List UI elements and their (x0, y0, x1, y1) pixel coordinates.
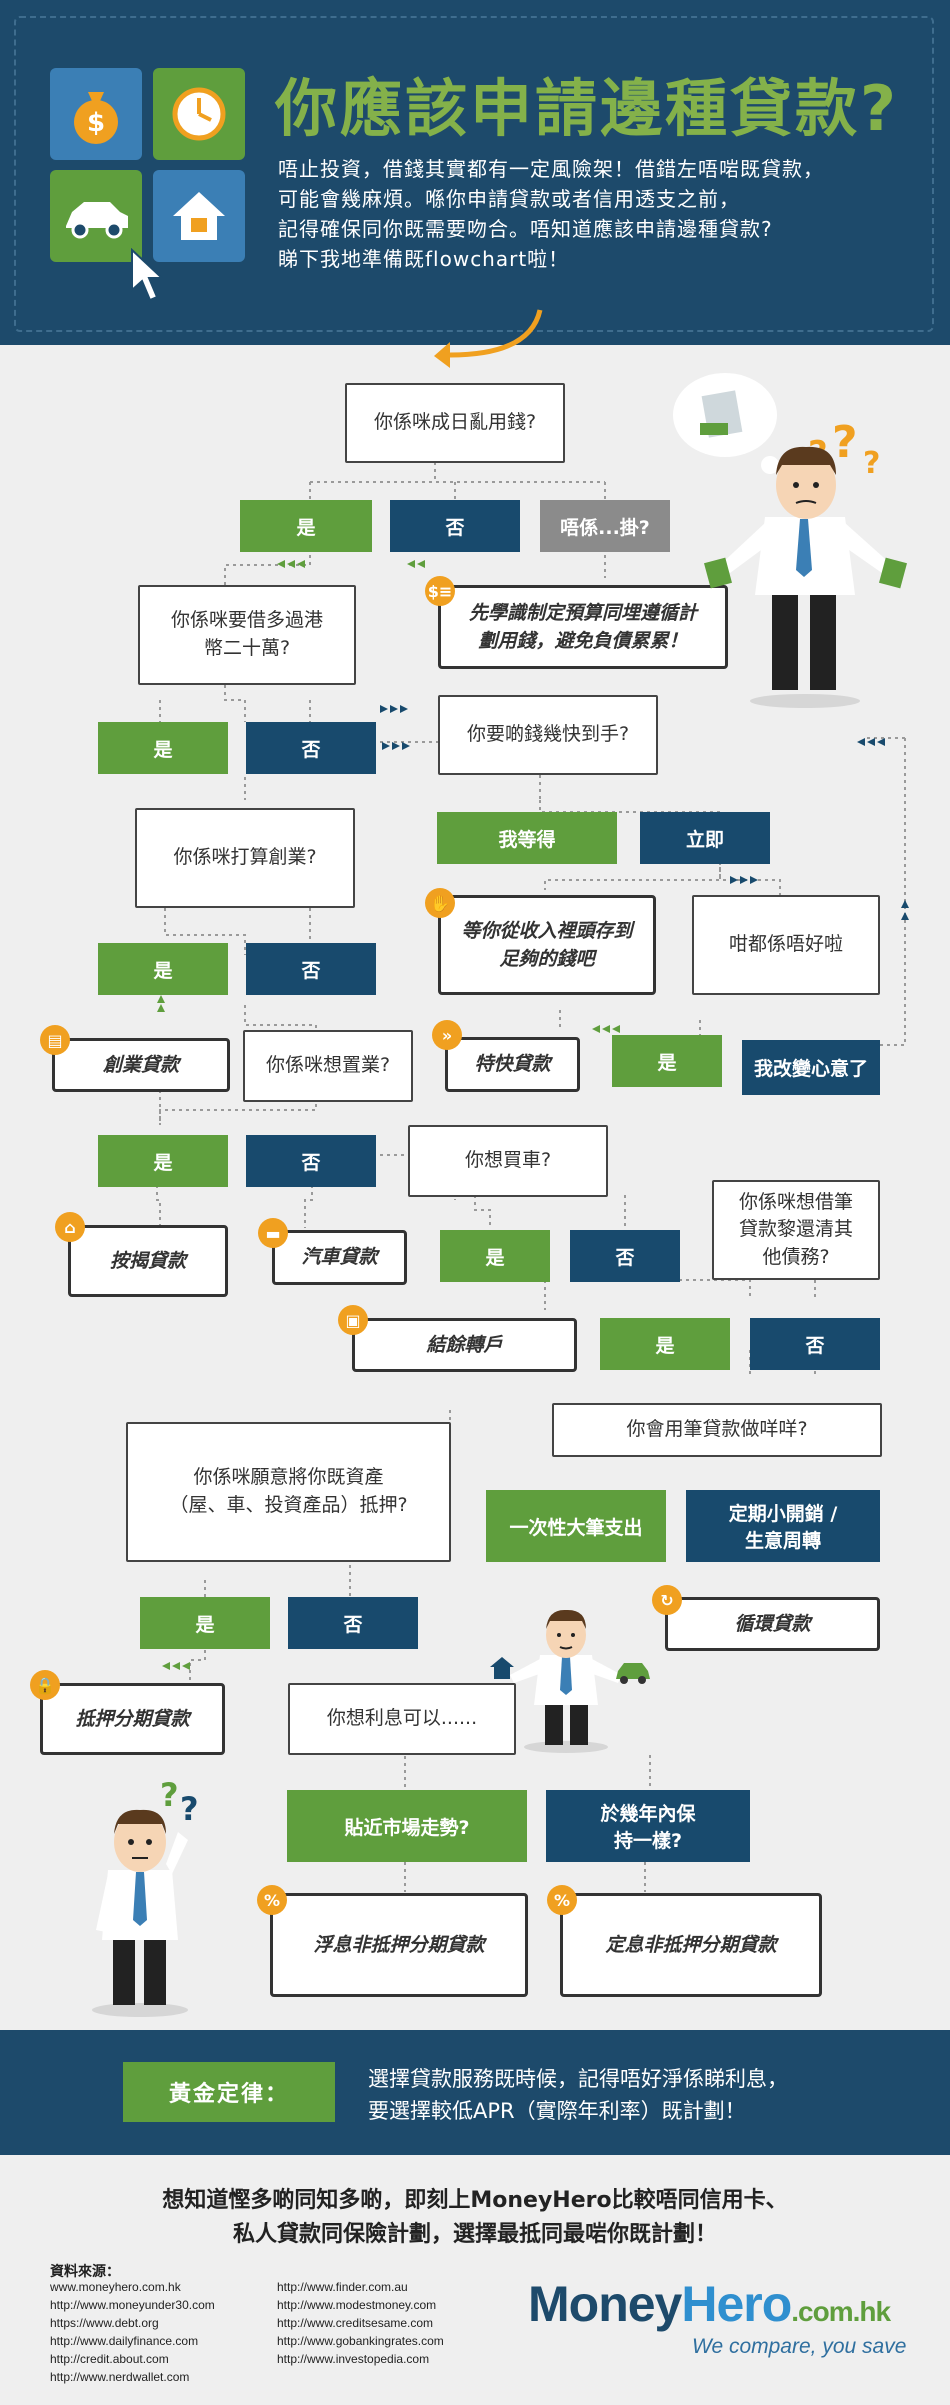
thinking-man-illustration: ? ? ? (673, 373, 907, 708)
answer-market: 貼近市場走勢? (287, 1790, 527, 1862)
source-link[interactable]: http://www.creditsesame.com (277, 2316, 434, 2330)
answer-immediately: 立即 (640, 812, 770, 864)
source-link[interactable]: http://www.investopedia.com (277, 2352, 430, 2366)
question-interest: 你想利息可以...... (288, 1683, 516, 1755)
question-usage: 你會用筆貸款做咩咩? (552, 1403, 882, 1457)
brand-money: Money (528, 2276, 682, 2332)
answer-no: 否 (246, 722, 376, 774)
result-mortgage: 按揭貸款 (68, 1225, 228, 1297)
header-frame (14, 16, 934, 332)
answer-no: 否 (288, 1597, 418, 1649)
question-debt: 你係咪想借筆貸款黎還清其他債務? (712, 1180, 880, 1280)
cursor-icon (128, 247, 165, 308)
answer-changed-mind: 我改變心意了 (742, 1040, 880, 1095)
svg-text:?: ? (863, 446, 880, 481)
answer-no: 否 (570, 1230, 680, 1282)
answer-no: 否 (246, 943, 376, 995)
cta-text: 想知道慳多啲同知多啲，即刻上MoneyHero比較唔同信用卡、 (162, 2188, 788, 2213)
source-link[interactable]: http://www.dailyfinance.com (50, 2334, 199, 2348)
answer-no: 否 (390, 500, 520, 552)
percent-icon: % (257, 1885, 287, 1915)
sources-title: 資料來源： (50, 2264, 120, 2280)
source-link[interactable]: http://www.finder.com.au (277, 2280, 408, 2294)
source-link[interactable]: http://www.gobankingrates.com (277, 2334, 444, 2348)
money-bag-icon: $ (50, 68, 142, 160)
result-car-loan: 汽車貸款 (272, 1230, 407, 1285)
question-business: 你係咪打算創業? (135, 808, 355, 908)
car-icon: ▬ (258, 1218, 288, 1248)
intro-line: 唔止投資，借錢其實都有一定風險架！借錯左唔啱既貸款， (278, 157, 824, 181)
save-tip: 等你從收入裡頭存到足夠的錢吧 (438, 895, 656, 995)
answer-yes: 是 (98, 722, 228, 774)
answer-fixed: 於幾年內保持一樣? (546, 1790, 750, 1862)
result-business-loan: 創業貸款 (52, 1038, 230, 1092)
brand-hero: Hero (681, 2276, 792, 2332)
source-link[interactable]: http://www.moneyunder30.com (50, 2298, 215, 2312)
golden-rule-text: 要選擇較低APR（實際年利率）既計劃！ (368, 2099, 746, 2123)
car-icon (50, 170, 142, 262)
clock-icon (153, 68, 245, 160)
brand-tagline: We compare, you save (692, 2335, 907, 2358)
question-spending: 你係咪成日亂用錢? (345, 383, 565, 463)
hand-icon: ✋ (425, 888, 455, 918)
question-amount: 你係咪要借多過港幣二十萬? (138, 585, 356, 685)
source-link[interactable]: www.moneyhero.com.hk (50, 2280, 181, 2294)
card-icon: ▣ (338, 1305, 368, 1335)
lock-icon: 🔒 (30, 1670, 60, 1700)
answer-can-wait: 我等得 (437, 812, 617, 864)
source-link[interactable]: http://www.modestmoney.com (277, 2298, 437, 2312)
svg-text:?: ? (832, 417, 858, 468)
svg-text:$: $ (87, 108, 105, 138)
answer-no: 否 (246, 1135, 376, 1187)
svg-text:?: ? (180, 1790, 199, 1828)
man-with-house-car-illustration (490, 1609, 650, 1753)
intro-line: 可能會幾麻煩。喺你申請貸款或者信用透支之前， (278, 187, 740, 211)
house-icon: ⌂ (55, 1212, 85, 1242)
golden-rule-text: 選擇貸款服務既時候，記得唔好淨係睇利息， (368, 2067, 788, 2091)
question-car: 你想買車? (408, 1125, 608, 1197)
svg-text:?: ? (160, 1776, 179, 1814)
cta-text: 私人貸款同保險計劃，選擇最抵同最啱你既計劃！ (232, 2222, 717, 2247)
down-arrow-icon (434, 309, 543, 368)
answer-small-spend: 定期小開銷 /生意周轉 (686, 1490, 880, 1562)
answer-yes: 是 (240, 500, 372, 552)
answer-yes: 是 (98, 1135, 228, 1187)
confused-man-illustration: ? ? (92, 1776, 199, 2017)
answer-no: 否 (750, 1318, 880, 1370)
answer-yes: 是 (140, 1597, 270, 1649)
answer-yes: 是 (98, 943, 228, 995)
source-link[interactable]: https://www.debt.org (50, 2316, 159, 2330)
question-collateral: 你係咪願意將你既資產（屋、車、投資產品）抵押? (126, 1422, 451, 1562)
percent-icon: % (547, 1885, 577, 1915)
house-icon (153, 170, 245, 262)
header-banner: $ 你應該申請邊種貸款? 唔止投資，借錢其實都有一定風險架！借錯左唔啱既貸款， … (0, 0, 950, 345)
golden-rule-label: 黃金定律： (123, 2062, 335, 2122)
budget-tip: 先學識制定預算同埋遵循計劃用錢，避免負債累累！ (438, 585, 728, 669)
intro-line: 睇下我地準備既flowchart啦！ (278, 247, 570, 271)
answer-maybe: 唔係...掛? (540, 500, 670, 552)
answer-yes: 是 (600, 1318, 730, 1370)
budget-icon: $≡ (425, 576, 455, 606)
outcome-nevermind: 咁都係唔好啦 (692, 895, 880, 995)
fast-icon: » (432, 1020, 462, 1050)
question-speed: 你要啲錢幾快到手? (438, 695, 658, 775)
moneyhero-logo[interactable]: MoneyHero.com.hk We compare, you save (528, 2275, 928, 2365)
briefcase-icon: ▤ (40, 1025, 70, 1055)
answer-yes: 是 (612, 1035, 722, 1087)
answer-yes: 是 (440, 1230, 550, 1282)
intro-line: 記得確保同你既需要吻合。唔知道應該申請邊種貸款? (278, 217, 773, 241)
result-floating-loan: 浮息非抵押分期貸款 (270, 1893, 528, 1997)
source-link[interactable]: http://www.nerdwallet.com (50, 2370, 190, 2384)
result-revolving-loan: 循環貸款 (665, 1597, 880, 1651)
result-balance-transfer: 結餘轉戶 (352, 1318, 577, 1372)
question-property: 你係咪想置業? (243, 1030, 413, 1102)
source-link[interactable]: http://credit.about.com (50, 2352, 169, 2366)
answer-big-spend: 一次性大筆支出 (486, 1490, 666, 1562)
result-fast-loan: 特快貸款 (445, 1037, 580, 1092)
result-fixed-loan: 定息非抵押分期貸款 (560, 1893, 822, 1997)
brand-suffix: .com.hk (791, 2296, 891, 2327)
result-secured-loan: 抵押分期貸款 (40, 1683, 225, 1755)
refresh-icon: ↻ (652, 1585, 682, 1615)
page-title: 你應該申請邊種貸款? (275, 72, 899, 145)
